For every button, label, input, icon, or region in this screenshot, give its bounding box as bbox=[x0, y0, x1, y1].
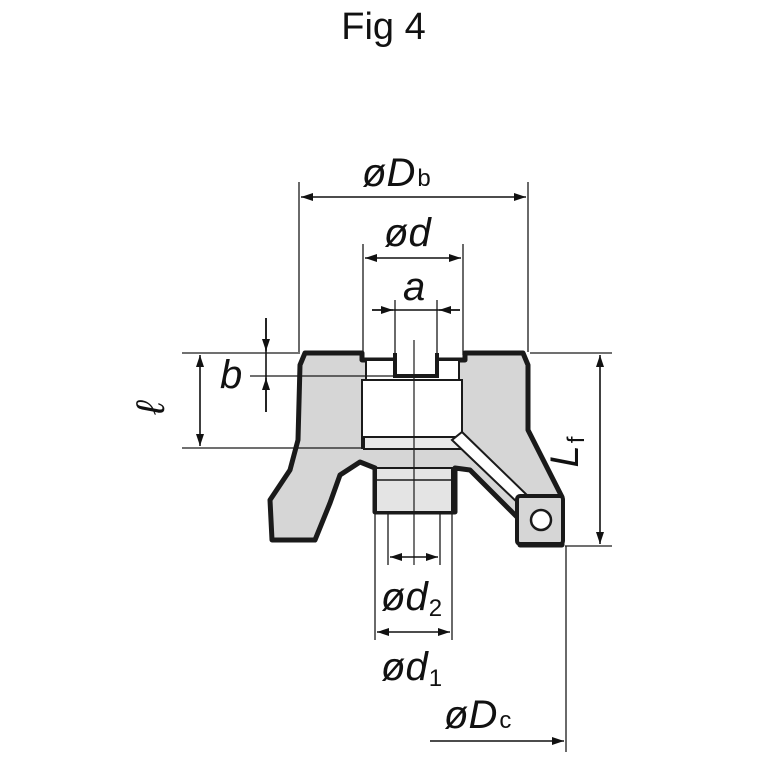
label-Lf: Lf bbox=[543, 436, 590, 467]
key-slot bbox=[393, 353, 439, 378]
label-Db: øDb bbox=[362, 151, 431, 195]
extension-lines bbox=[182, 182, 612, 752]
figure-title: Fig 4 bbox=[341, 6, 426, 48]
insert-screw-hole bbox=[529, 508, 553, 532]
cutter-body bbox=[267, 340, 565, 565]
dimension-lines bbox=[196, 193, 604, 745]
label-d2: ød2 bbox=[381, 575, 442, 622]
label-b: b bbox=[220, 353, 242, 397]
label-l: ℓ bbox=[129, 399, 173, 415]
label-a: a bbox=[403, 265, 425, 309]
dimension-labels: øDb ød a b ℓ Lf ød2 ød1 øDc bbox=[129, 151, 590, 737]
label-Dc: øDc bbox=[444, 693, 511, 737]
label-d: ød bbox=[384, 211, 432, 255]
shoulder-band bbox=[363, 436, 461, 450]
label-d1: ød1 bbox=[381, 645, 442, 692]
